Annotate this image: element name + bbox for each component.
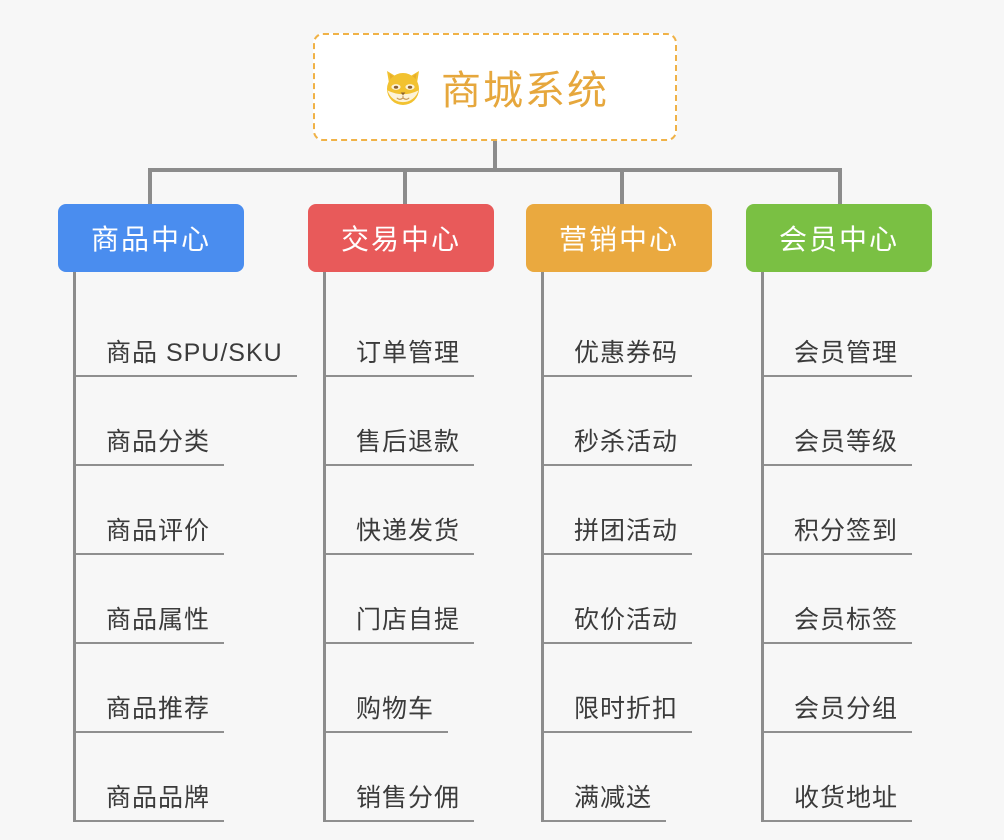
leaf-item[interactable]: 商品 SPU/SKU [76,288,297,377]
leaf-item[interactable]: 商品推荐 [76,644,244,733]
leaf-label: 商品评价 [76,511,225,555]
branch-spine-4: 会员管理 会员等级 积分签到 会员标签 会员分组 收货地址 [761,272,932,822]
leaf-item[interactable]: 商品分类 [76,377,244,466]
leaf-item[interactable]: 购物车 [326,644,494,733]
branch-header-3[interactable]: 营销中心 [526,204,712,272]
leaf-label: 商品分类 [76,422,225,466]
branch-header-label-2: 交易中心 [340,224,461,255]
leaf-label: 会员管理 [764,333,913,377]
leaf-item[interactable]: 优惠券码 [544,288,712,377]
leaf-label: 订单管理 [326,333,475,377]
branch-column-4: 会员中心 会员管理 会员等级 积分签到 会员标签 会员分组 收货地址 [746,204,932,822]
leaf-item[interactable]: 门店自提 [326,555,494,644]
branch-spine-1: 商品 SPU/SKU 商品分类 商品评价 商品属性 商品推荐 商品品牌 [73,272,297,822]
leaf-item[interactable]: 收货地址 [764,733,932,822]
leaf-label: 售后退款 [326,422,475,466]
leaf-label: 砍价活动 [544,600,693,644]
leaf-label: 快递发货 [326,511,475,555]
leaf-label: 会员标签 [764,600,913,644]
leaf-item[interactable]: 商品品牌 [76,733,244,822]
leaf-label: 积分签到 [764,511,913,555]
leaf-item[interactable]: 快递发货 [326,466,494,555]
branch-header-4[interactable]: 会员中心 [746,204,932,272]
leaf-label: 拼团活动 [544,511,693,555]
root-node[interactable]: 商城系统 [313,33,677,141]
leaf-item[interactable]: 砍价活动 [544,555,712,644]
branch-column-1: 商品中心 商品 SPU/SKU 商品分类 商品评价 商品属性 商品推荐 商品品牌 [58,204,297,822]
leaf-label: 会员分组 [764,689,913,733]
branch-header-label-4: 会员中心 [778,224,899,255]
leaf-label: 满减送 [544,778,667,822]
branch-column-3: 营销中心 优惠券码 秒杀活动 拼团活动 砍价活动 限时折扣 满减送 [526,204,712,822]
leaf-label: 优惠券码 [544,333,693,377]
branch-header-2[interactable]: 交易中心 [308,204,494,272]
branch-spine-2: 订单管理 售后退款 快递发货 门店自提 购物车 销售分佣 [323,272,494,822]
leaf-label: 限时折扣 [544,689,693,733]
leaf-label: 商品 SPU/SKU [76,333,297,377]
branch-header-label-3: 营销中心 [558,224,679,255]
branch-column-2: 交易中心 订单管理 售后退款 快递发货 门店自提 购物车 销售分佣 [308,204,494,822]
leaf-item[interactable]: 秒杀活动 [544,377,712,466]
leaf-item[interactable]: 销售分佣 [326,733,494,822]
leaf-item[interactable]: 商品评价 [76,466,244,555]
leaf-item[interactable]: 拼团活动 [544,466,712,555]
leaf-item[interactable]: 会员管理 [764,288,932,377]
leaf-label: 商品推荐 [76,689,225,733]
branch-spine-3: 优惠券码 秒杀活动 拼团活动 砍价活动 限时折扣 满减送 [541,272,712,822]
leaf-label: 秒杀活动 [544,422,693,466]
branch-header-1[interactable]: 商品中心 [58,204,244,272]
leaf-item[interactable]: 限时折扣 [544,644,712,733]
connector-drop-3 [620,168,624,206]
connector-drop-4 [838,168,842,206]
leaf-label: 购物车 [326,689,449,733]
leaf-label: 会员等级 [764,422,913,466]
leaf-label: 门店自提 [326,600,475,644]
leaf-item[interactable]: 会员等级 [764,377,932,466]
shiba-inu-face-icon [381,65,425,109]
connector-horizontal-bus [148,168,842,172]
leaf-item[interactable]: 商品属性 [76,555,244,644]
connector-root-stem [493,141,497,172]
root-title: 商城系统 [441,69,609,113]
leaf-item[interactable]: 订单管理 [326,288,494,377]
leaf-item[interactable]: 会员标签 [764,555,932,644]
leaf-item[interactable]: 满减送 [544,733,712,822]
branch-header-label-1: 商品中心 [90,224,211,255]
leaf-label: 商品属性 [76,600,225,644]
leaf-label: 收货地址 [764,778,913,822]
connector-drop-1 [148,168,152,206]
leaf-item[interactable]: 会员分组 [764,644,932,733]
leaf-label: 商品品牌 [76,778,225,822]
leaf-item[interactable]: 售后退款 [326,377,494,466]
connector-drop-2 [403,168,407,206]
leaf-item[interactable]: 积分签到 [764,466,932,555]
leaf-label: 销售分佣 [326,778,475,822]
